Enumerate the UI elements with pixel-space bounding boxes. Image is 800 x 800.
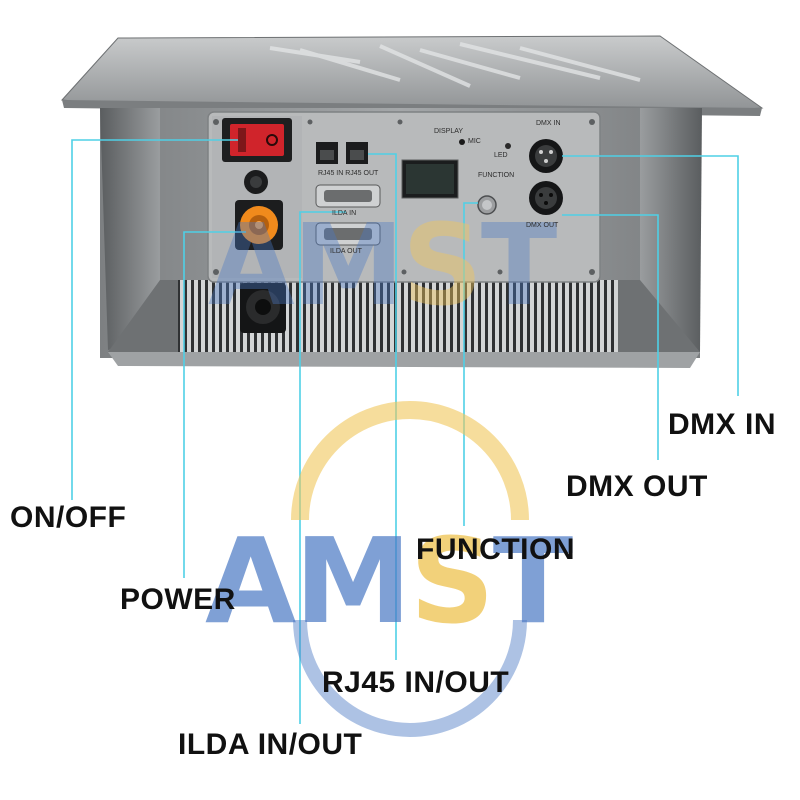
panel-label-function: FUNCTION	[478, 172, 515, 179]
mic-hole	[459, 139, 465, 145]
dmx-in-callout-line	[562, 155, 739, 396]
on-off-callout-line	[71, 139, 238, 500]
panel-label-display: DISPLAY	[434, 128, 464, 135]
powercon-in-connector	[235, 200, 283, 250]
dmx-in-connector	[529, 139, 563, 173]
rj45-ports	[316, 142, 368, 164]
panel-label-ilda-out: ILDA OUT	[330, 248, 362, 255]
panel-label-ilda-in: ILDA IN	[332, 210, 357, 217]
top-cover	[60, 35, 764, 116]
panel-label-led: LED	[494, 152, 508, 159]
status-led	[505, 143, 511, 149]
callout-power: POWER	[120, 583, 236, 616]
callout-rj45-in-out: RJ45 IN/OUT	[322, 666, 510, 699]
lcd-display	[401, 159, 459, 199]
panel-label-dmx-out: DMX OUT	[526, 222, 559, 229]
callout-dmx-out: DMX OUT	[566, 470, 708, 503]
callout-on-off: ON/OFF	[10, 501, 127, 534]
function-button[interactable]	[477, 195, 497, 215]
ilda-out-connector	[315, 222, 381, 246]
callout-function: FUNCTION	[416, 533, 575, 566]
panel-label-mic: MIC	[468, 138, 481, 145]
dmx-out-callout-line	[562, 214, 659, 460]
power-callout-line	[183, 231, 246, 578]
ilda-callout-line	[299, 211, 346, 724]
panel-label-rj45: RJ45 IN RJ45 OUT	[318, 170, 379, 177]
powercon-out-connector	[240, 283, 286, 333]
panel-label-dmx-in: DMX IN	[536, 120, 561, 127]
fuse-holder	[244, 170, 268, 194]
panel-screws	[213, 119, 595, 275]
power-switch[interactable]	[222, 118, 292, 162]
ilda-in-connector	[315, 184, 381, 208]
callout-dmx-in: DMX IN	[668, 408, 776, 441]
dmx-out-connector	[529, 181, 563, 215]
callout-ilda-in-out: ILDA IN/OUT	[178, 728, 363, 761]
